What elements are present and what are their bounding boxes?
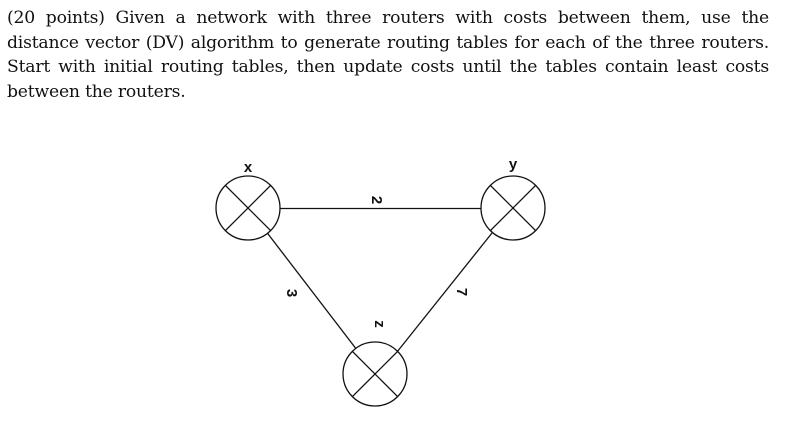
edge-x-z	[264, 229, 358, 351]
question-text: (20 points) Given a network with three r…	[7, 8, 769, 102]
node-label-x: x	[244, 159, 253, 176]
edge-y-z	[396, 232, 493, 353]
router-z-icon	[342, 341, 408, 407]
edge-cost-x-y: 2	[368, 196, 385, 204]
router-y-icon	[480, 175, 546, 241]
node-label-z: z	[371, 320, 388, 328]
router-x-icon	[215, 175, 281, 241]
edge-cost-y-z: 7	[453, 288, 470, 296]
node-label-y: y	[509, 156, 518, 173]
edge-cost-x-z: 3	[283, 289, 300, 297]
